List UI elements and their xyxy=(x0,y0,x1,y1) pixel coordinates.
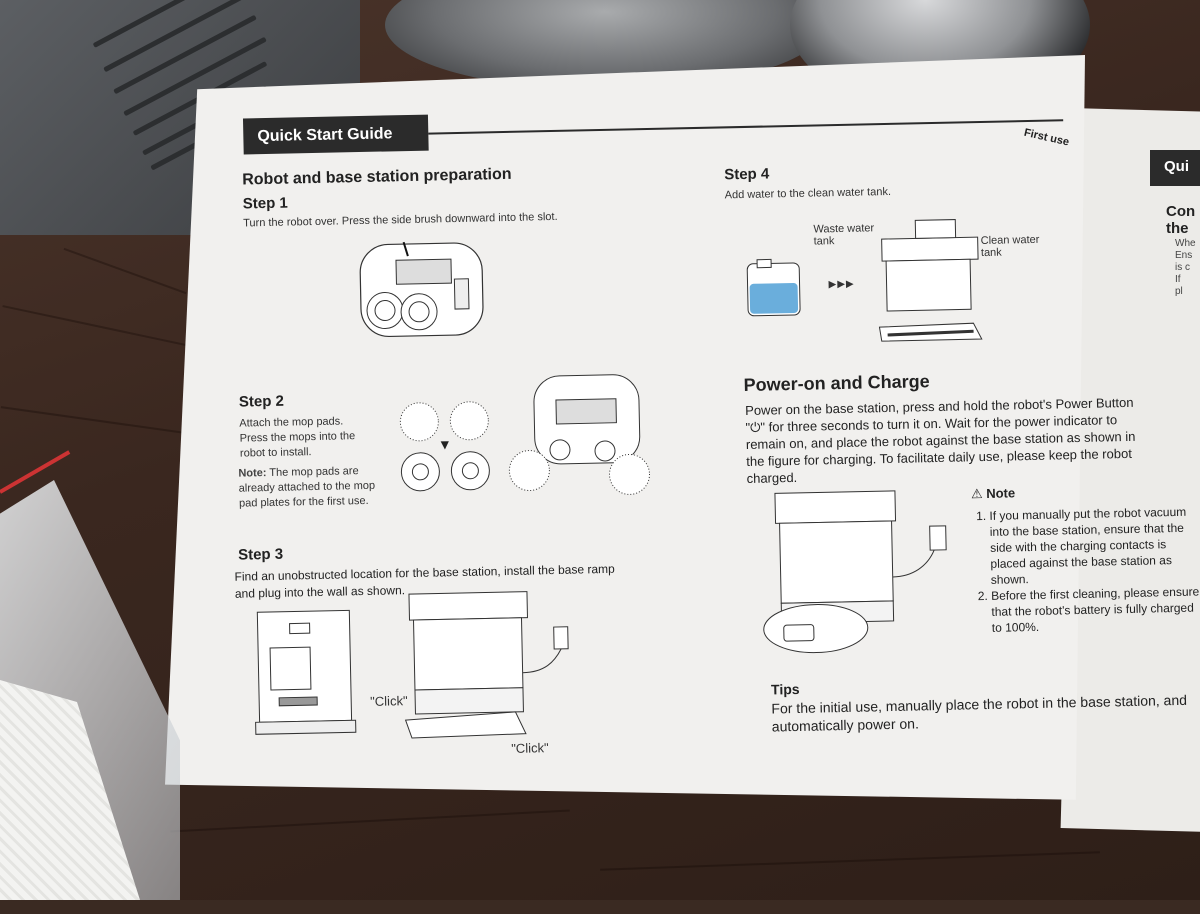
note-item: Before the first cleaning, please ensure… xyxy=(991,583,1200,635)
step-1-title: Step 1 xyxy=(242,194,288,213)
step-1-text: Turn the robot over. Press the side brus… xyxy=(243,210,558,230)
power-text: Power on the base station, press and hol… xyxy=(745,394,1136,486)
clean-water-tank-label: Clean water tank xyxy=(980,233,1040,260)
step-2-text: Attach the mop pads. Press the mops into… xyxy=(239,415,356,460)
note-list: If you manually put the robot vacuum int… xyxy=(971,504,1200,637)
page-title: Quick Start Guide xyxy=(242,114,429,155)
robot-mop-illustration xyxy=(503,370,656,503)
section-tab: First use xyxy=(1022,126,1071,149)
tips-text: For the initial use, manually place the … xyxy=(771,691,1188,735)
power-heading: Power-on and Charge xyxy=(743,371,930,396)
section-heading: Robot and base station preparation xyxy=(242,165,512,189)
right-page-lines: Whe Ens is c If pl xyxy=(1175,238,1196,297)
right-page-tab: Qui xyxy=(1150,150,1200,186)
arrow-down-icon: ▼ xyxy=(437,436,452,453)
right-page-heading: Con the xyxy=(1166,203,1196,237)
note-item: If you manually put the robot vacuum int… xyxy=(989,504,1200,588)
base-station-tanks-illustration xyxy=(875,215,988,342)
warning-icon: ⚠ xyxy=(970,486,983,502)
step-4-text: Add water to the clean water tank. xyxy=(724,185,892,202)
step-4-title: Step 4 xyxy=(724,165,770,184)
tips-heading: Tips xyxy=(770,680,800,698)
click-label-2: "Click" xyxy=(511,740,549,756)
step-2-title: Step 2 xyxy=(238,392,285,411)
click-label-1: "Click" xyxy=(370,693,408,709)
step-2-note: Note: The mop pads are already attached … xyxy=(238,465,376,510)
play-arrows-icon: ▶▶▶ xyxy=(828,278,855,291)
base-station-ramp-illustration xyxy=(403,586,586,740)
base-station-charging-illustration xyxy=(761,485,965,659)
step-3-title: Step 3 xyxy=(237,545,284,564)
note-heading: ⚠ Note xyxy=(970,485,1016,502)
robot-underside-illustration xyxy=(356,238,488,341)
base-station-back-illustration xyxy=(253,606,356,738)
banner-rule xyxy=(428,119,1064,135)
clean-water-tank-illustration xyxy=(743,259,804,320)
mop-pads-illustration xyxy=(397,398,509,500)
